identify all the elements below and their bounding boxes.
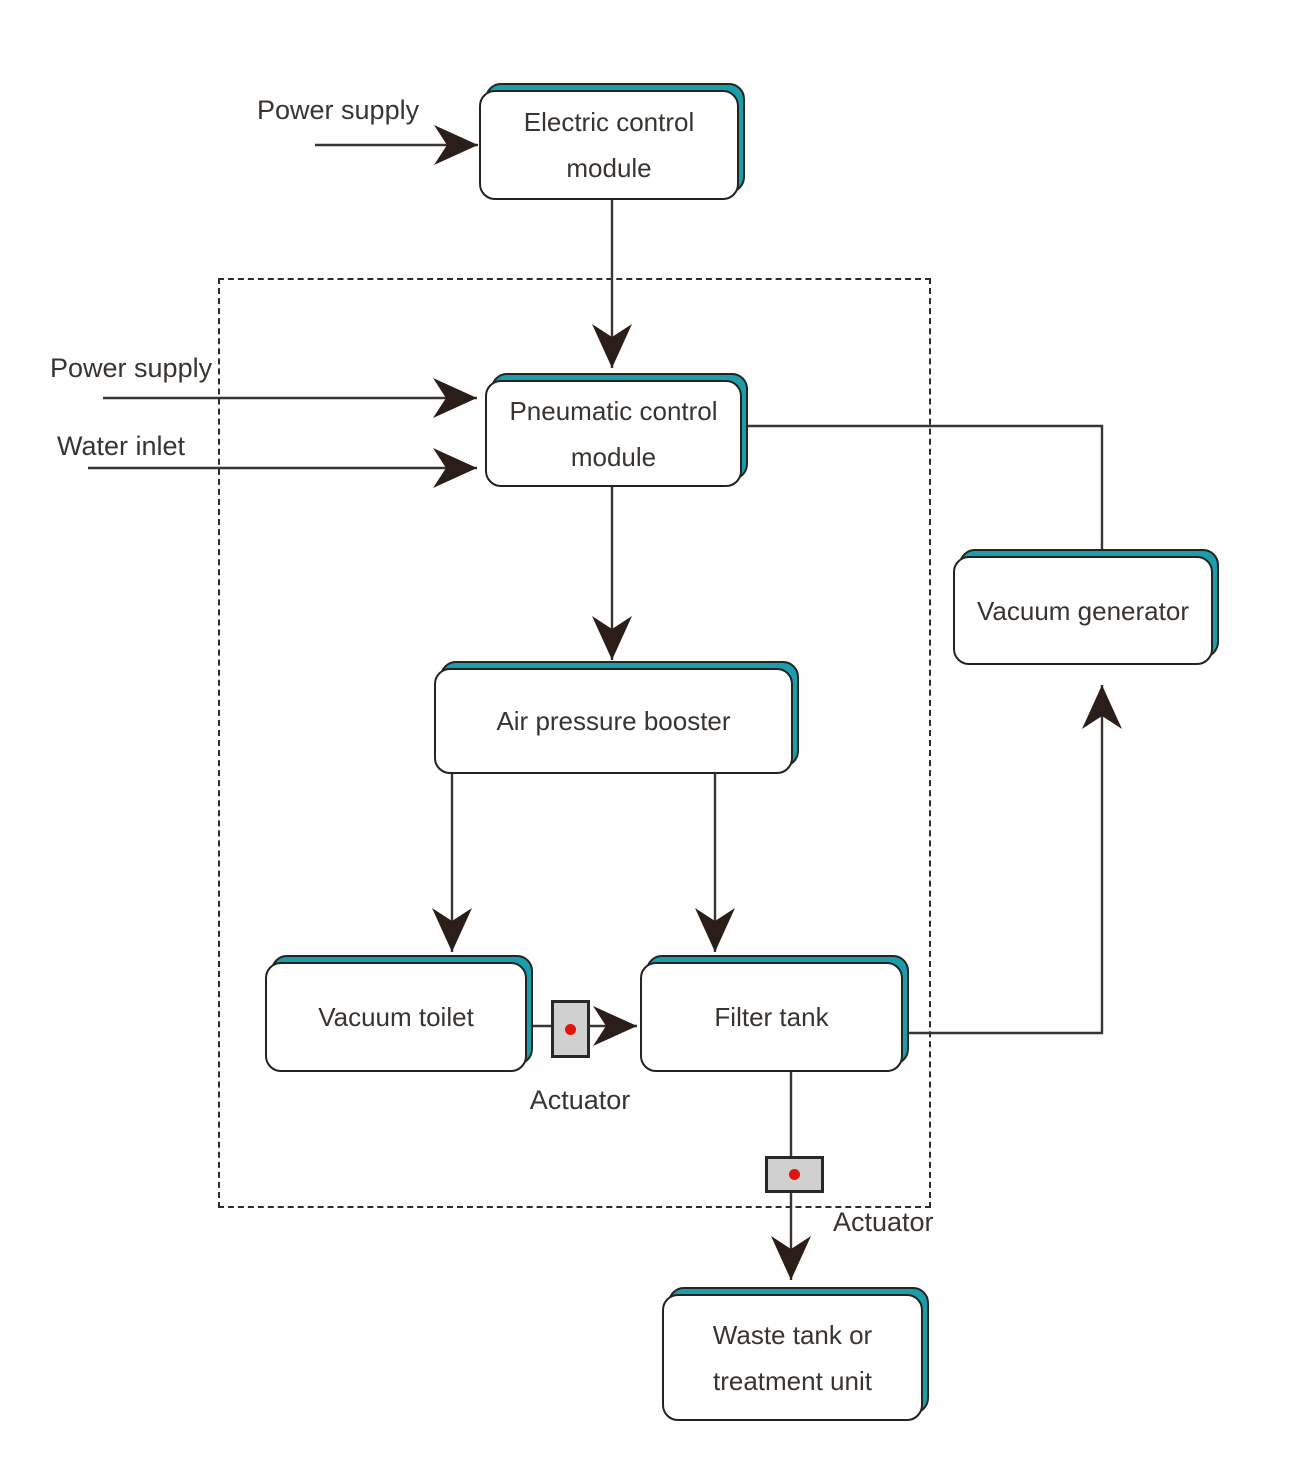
node-face — [479, 90, 739, 200]
actuator-indicator-dot — [565, 1023, 576, 1035]
label-actuator-2: Actuator — [833, 1207, 934, 1237]
node-label: Pneumatic control module — [509, 395, 718, 472]
node-vacuum-toilet: Vacuum toilet — [265, 955, 533, 1072]
node-pneumatic-control-module: Pneumatic control module — [485, 373, 748, 487]
node-face — [640, 962, 903, 1072]
label-power-supply-top: Power supply — [257, 95, 420, 125]
node-filter-tank: Filter tank — [640, 955, 909, 1072]
line-pneumatic-to-vacuum-generator — [742, 424, 1104, 549]
node-face — [434, 668, 793, 774]
actuator-indicator-dot — [789, 1169, 800, 1180]
node-label: Waste tank or treatment unit — [712, 1319, 873, 1396]
node-face — [265, 962, 527, 1072]
node-waste-tank-or-treatment-unit: Waste tank or treatment unit — [662, 1287, 929, 1421]
node-label: Air pressure booster — [496, 706, 731, 736]
arrow-filter-tank-to-vacuum-generator — [903, 685, 1122, 1035]
node-label: Vacuum toilet — [318, 1002, 474, 1032]
node-face — [662, 1294, 923, 1421]
actuator-valve-1 — [551, 1000, 590, 1058]
node-face — [953, 556, 1213, 665]
label-actuator-1: Actuator — [529, 1085, 631, 1115]
node-label: Filter tank — [714, 1002, 829, 1032]
actuator-valve-2 — [765, 1156, 824, 1193]
node-air-pressure-booster: Air pressure booster — [434, 661, 799, 774]
node-electric-control-module: Electric control module — [479, 83, 745, 200]
label-water-inlet: Water inlet — [57, 431, 186, 461]
node-face — [485, 380, 742, 487]
system-boundary-dashed-rect — [218, 278, 931, 1208]
label-power-supply-left: Power supply — [50, 353, 213, 383]
node-label: Vacuum generator — [977, 595, 1189, 626]
node-label: Electric control module — [523, 107, 695, 183]
node-vacuum-generator: Vacuum generator — [953, 549, 1219, 665]
